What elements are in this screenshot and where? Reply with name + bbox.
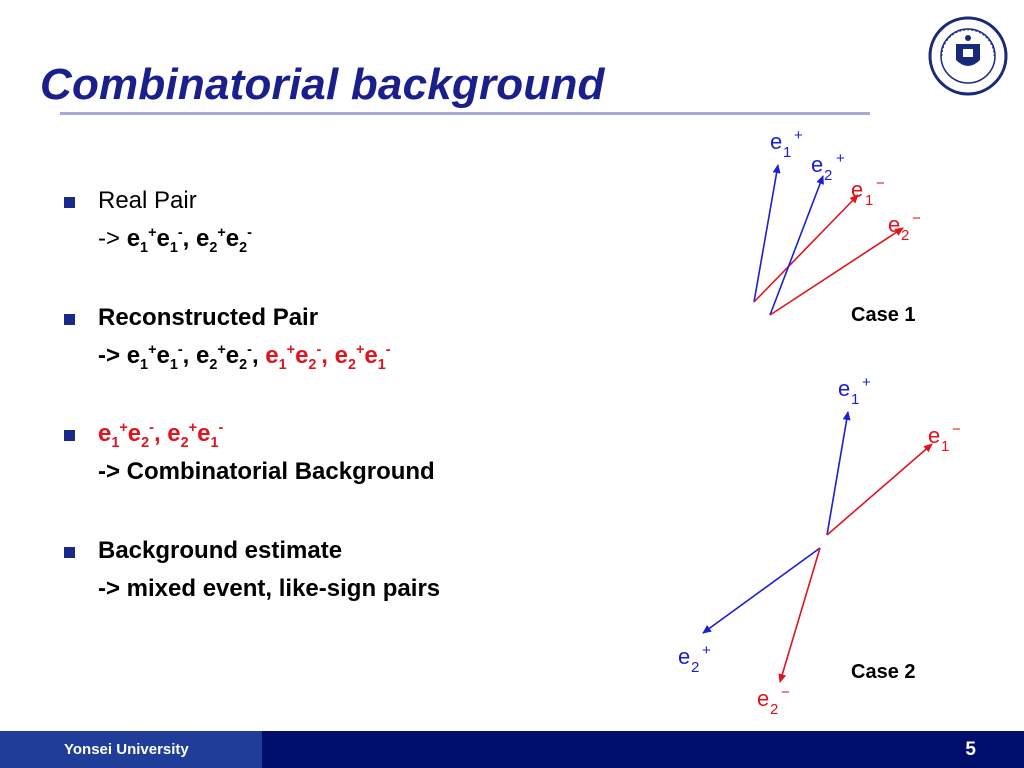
case1-track-e2-plus: [769, 175, 824, 316]
svg-text:1: 1: [865, 192, 873, 209]
svg-text:e: e: [811, 152, 823, 177]
bullet-heading: Reconstructed Pair: [98, 304, 319, 331]
case2-track-e1-plus: [826, 411, 851, 536]
svg-text:e: e: [678, 644, 690, 669]
svg-text:2: 2: [824, 167, 832, 184]
svg-text:+: +: [794, 127, 803, 144]
svg-text:e: e: [851, 177, 863, 202]
svg-text:e: e: [888, 212, 900, 237]
svg-text:e: e: [928, 423, 940, 448]
pair-e2p-e1m: e2+e1-: [334, 342, 391, 373]
bullet-marker: [64, 430, 75, 441]
bullet-marker: [64, 314, 75, 325]
bullet-heading: Real Pair: [98, 187, 197, 214]
slide-title: Combinatorial background: [40, 60, 605, 109]
bullet-marker: [64, 197, 75, 208]
bullet-subline: -> mixed event, like-sign pairs: [98, 575, 441, 602]
pair-e1p-e1m: e1+e1-: [126, 342, 183, 373]
svg-text:+: +: [702, 642, 711, 659]
svg-text:2: 2: [770, 701, 778, 718]
svg-text:1: 1: [851, 391, 859, 408]
bullet-subline: -> e1+e1-, e2+e2-: [98, 223, 252, 255]
bullet-heading: Background estimate: [98, 537, 343, 564]
svg-text:+: +: [862, 374, 871, 391]
bullet-marker: [64, 547, 75, 558]
footer-bar: Yonsei University 5: [0, 731, 1024, 768]
svg-text:2: 2: [691, 659, 699, 676]
bullet-heading: e1+e2-, e2+e1-: [98, 420, 224, 451]
svg-text:2: 2: [901, 227, 909, 244]
case1-track-e1-plus: [753, 164, 781, 303]
yonsei-university-seal-logo: [928, 16, 1008, 96]
svg-text:−: −: [912, 210, 921, 227]
svg-text:e: e: [770, 129, 782, 154]
svg-text:1: 1: [941, 438, 949, 455]
case2-track-e2-plus: [702, 547, 821, 634]
pair-e1p-e2m: e1+e2-: [265, 342, 322, 373]
bullet-subline: -> Combinatorial Background: [98, 458, 435, 485]
footer-university: Yonsei University: [64, 741, 189, 758]
svg-text:e: e: [838, 376, 850, 401]
svg-text:+: +: [836, 150, 845, 167]
svg-text:e: e: [757, 686, 769, 711]
case1-track-e2-minus: [769, 227, 904, 316]
svg-text:−: −: [952, 421, 961, 438]
footer-tab: [0, 731, 262, 768]
pair-e2p-e2m: e2+e2-: [195, 342, 252, 373]
svg-text:−: −: [876, 175, 885, 192]
svg-text:−: −: [781, 684, 790, 701]
svg-text:1: 1: [783, 144, 791, 161]
case2-track-e2-minus: [778, 547, 821, 683]
bullet-subline: -> e1+e1-, e2+e2-, e1+e2-, e2+e1-: [98, 342, 391, 373]
case1-label: Case 1: [851, 304, 916, 326]
arrow-prefix: ->: [98, 225, 127, 252]
case1-track-e1-minus: [753, 194, 859, 303]
case2-track-e1-minus: [826, 443, 933, 536]
page-number: 5: [965, 739, 976, 760]
title-underline: [60, 112, 870, 115]
real-pair-formula: e1+e1-, e2+e2-: [126, 225, 252, 256]
case2-label: Case 2: [851, 661, 916, 683]
